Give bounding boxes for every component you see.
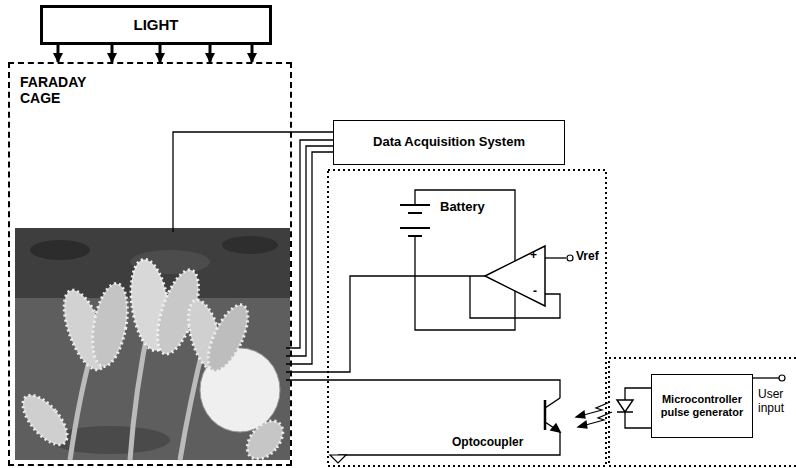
signal-name: Vref	[576, 250, 599, 264]
plant-photo	[15, 228, 290, 460]
plant-photo	[222, 236, 278, 254]
process-box: Data Acquisition System	[333, 120, 565, 165]
plant-photo	[30, 240, 90, 260]
wire	[338, 432, 560, 455]
light-arrow	[251, 45, 254, 62]
pin-name: -	[533, 285, 537, 299]
pulser-enclosure	[609, 358, 796, 466]
battery-symbol	[408, 235, 422, 237]
node-label: FARADAY CAGE	[20, 74, 100, 106]
process-box: Microcontroller pulse generator	[651, 374, 753, 438]
plant-photo	[15, 228, 290, 466]
plant-photo	[87, 281, 133, 369]
led-symbol	[617, 400, 633, 412]
node-label: Microcontroller pulse generator	[658, 393, 746, 418]
phototransistor-symbol	[545, 398, 560, 408]
phototransistor-symbol	[551, 424, 560, 432]
wire	[415, 190, 515, 261]
wire	[286, 276, 485, 372]
wire	[625, 412, 652, 428]
light-arrow	[209, 45, 212, 62]
circuit-enclosure	[328, 170, 606, 466]
wire	[286, 140, 333, 348]
wire	[286, 152, 333, 364]
opamp-symbol	[485, 246, 545, 306]
light-arrow	[111, 45, 114, 62]
battery-symbol	[400, 205, 430, 236]
terminal	[779, 375, 785, 381]
battery-symbol	[400, 227, 430, 229]
node-label: LIGHT	[134, 16, 179, 33]
signal-name: User input	[758, 388, 794, 416]
wire	[545, 257, 566, 258]
component-label: Optocoupler	[452, 436, 523, 450]
plant-photo	[15, 388, 75, 452]
phototransistor-symbol	[544, 400, 547, 430]
light-source-box: LIGHT	[40, 5, 272, 45]
wire	[752, 377, 779, 378]
light-link	[578, 421, 587, 428]
led-symbol	[617, 411, 633, 413]
phototransistor-symbol	[545, 398, 560, 432]
wire	[286, 146, 333, 356]
ground-symbol	[330, 455, 346, 463]
led-symbol	[617, 400, 633, 412]
plant-photo	[50, 426, 170, 454]
plant-photo	[200, 299, 256, 376]
wire	[173, 132, 779, 455]
terminal	[567, 255, 573, 261]
wire	[173, 132, 333, 232]
light-link	[576, 402, 612, 428]
faraday-cage: FARADAY CAGE	[8, 62, 292, 466]
battery-symbol	[408, 212, 422, 214]
phototransistor-symbol	[545, 422, 560, 432]
wire	[286, 380, 560, 398]
light-arrow	[159, 45, 162, 62]
component-label: Battery	[440, 200, 485, 215]
node-label: Data Acquisition System	[373, 135, 525, 150]
pin-name: +	[530, 249, 537, 263]
plant-photo	[240, 414, 290, 466]
wire	[625, 388, 652, 400]
battery-symbol	[400, 204, 430, 206]
light-link	[576, 411, 585, 418]
light-arrow	[57, 45, 60, 62]
